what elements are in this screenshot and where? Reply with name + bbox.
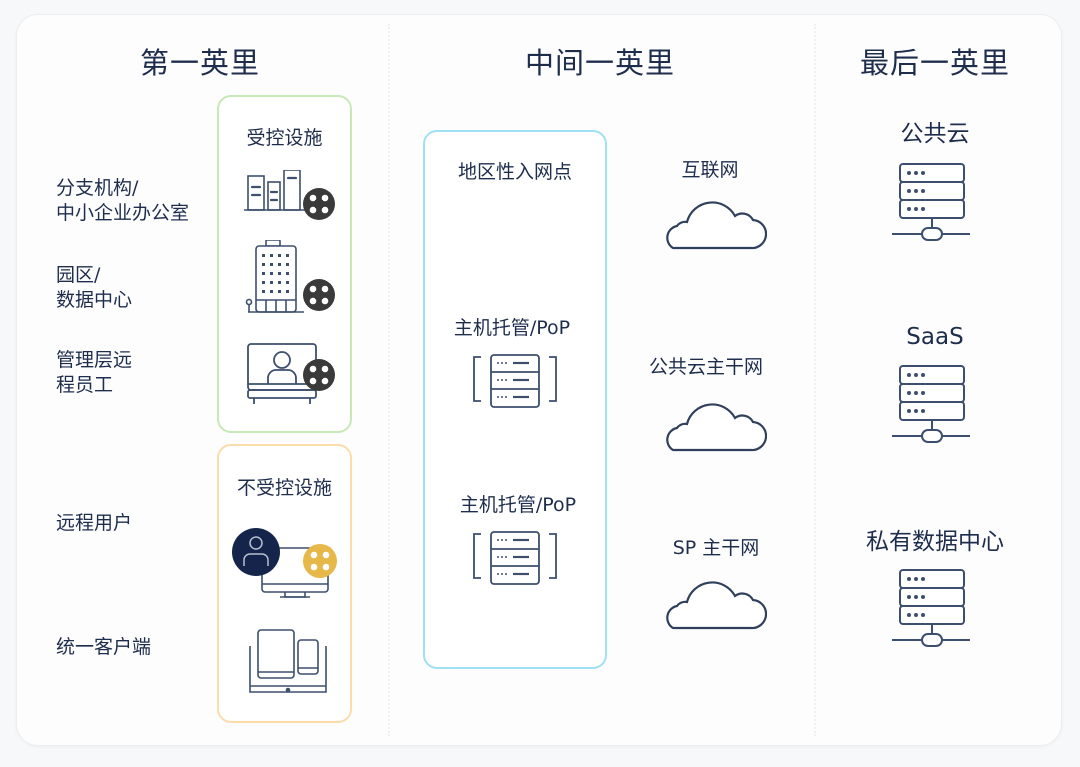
middle-mile-title: 中间一英里	[524, 46, 675, 80]
server-network-icon	[892, 162, 972, 242]
colocation-pop-label-1: 主机托管/PoP	[453, 317, 571, 339]
row-label-campus: 园区/ 数据中心	[56, 263, 132, 313]
saas-label: SaaS	[906, 324, 964, 350]
sp-backbone-label: SP 主干网	[672, 537, 760, 559]
unmanaged-box-title: 不受控设施	[236, 477, 332, 499]
row-label-executive: 管理层远 程员工	[56, 348, 132, 398]
column-separator-1	[388, 24, 390, 736]
last-mile-title: 最后一英里	[859, 46, 1010, 80]
row-label-line: 数据中心	[56, 289, 133, 311]
branch-office-icon	[244, 170, 338, 222]
colocation-pop-label-2: 主机托管/PoP	[459, 494, 577, 516]
executive-remote-icon	[244, 340, 338, 408]
public-cloud-backbone-label: 公共云主干网	[648, 356, 763, 378]
remote-user-icon	[230, 528, 340, 604]
row-label-remote-user: 远程用户	[56, 511, 132, 536]
colocation-server-icon	[471, 530, 559, 586]
colocation-server-icon	[471, 353, 559, 409]
public-cloud-label: 公共云	[900, 121, 970, 147]
row-label-line: 中小企业办公室	[56, 202, 190, 224]
internet-label: 互联网	[681, 159, 739, 181]
row-label-branch: 分支机构/ 中小企业办公室	[56, 176, 189, 226]
regional-pop-label: 地区性入网点	[457, 161, 572, 183]
managed-box-title: 受控设施	[246, 127, 323, 149]
first-mile-title: 第一英里	[139, 46, 260, 80]
row-label-line: 统一客户端	[56, 636, 152, 658]
row-label-line: 程员工	[56, 374, 114, 396]
cloud-icon	[655, 570, 767, 632]
cloud-icon	[655, 392, 767, 454]
row-label-line: 分支机构/	[56, 177, 139, 199]
private-datacenter-label: 私有数据中心	[866, 529, 1004, 555]
server-network-icon	[892, 364, 972, 444]
server-network-icon	[892, 568, 972, 648]
row-label-unified-client: 统一客户端	[56, 635, 151, 660]
row-label-line: 管理层远	[56, 349, 133, 371]
unified-client-devices-icon	[246, 626, 332, 702]
campus-building-icon	[244, 240, 338, 318]
row-label-line: 远程用户	[56, 512, 133, 534]
cloud-icon	[655, 190, 767, 252]
column-separator-2	[814, 24, 816, 736]
row-label-line: 园区/	[56, 264, 101, 286]
